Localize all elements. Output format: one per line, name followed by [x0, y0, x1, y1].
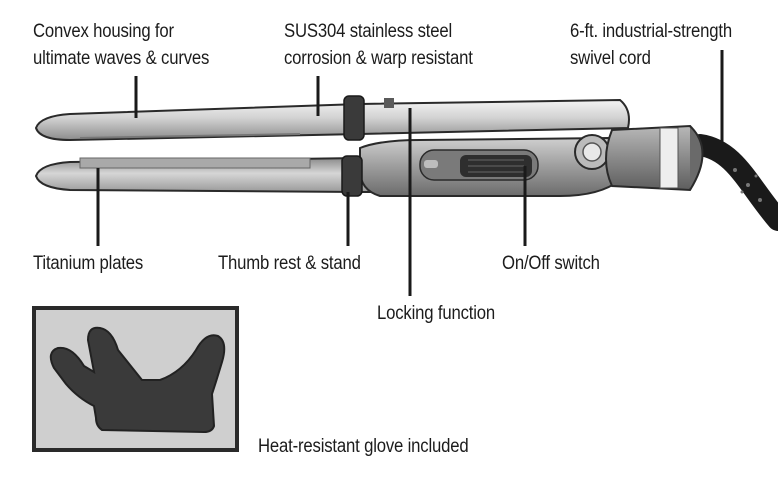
titanium-plate [79, 157, 311, 169]
swivel-cord [689, 134, 778, 231]
titanium-plates-label: Titanium plates [33, 253, 144, 274]
swivel-cord-label: 6-ft. industrial-strength swivel cord [570, 18, 732, 72]
pivot-collar [574, 124, 704, 192]
thumb-rest-label: Thumb rest & stand [218, 253, 361, 274]
stainless-steel-label-line2: corrosion & warp resistant [284, 48, 473, 69]
glove-image-box [32, 306, 239, 452]
convex-housing-label-line1: Convex housing for [33, 21, 174, 42]
swivel-cord-label-line2: swivel cord [570, 48, 651, 69]
stainless-steel-label: SUS304 stainless steel corrosion & warp … [284, 18, 473, 72]
locking-function-label: Locking function [377, 303, 496, 324]
thumb-rest [341, 95, 394, 197]
swivel-cord-label-line1: 6-ft. industrial-strength [570, 21, 732, 42]
callout-lines [96, 50, 724, 296]
handle [359, 136, 624, 197]
top-arm [34, 98, 630, 142]
heat-resistant-glove-icon [49, 326, 226, 434]
convex-housing-label: Convex housing for ultimate waves & curv… [33, 18, 209, 72]
on-off-switch-label: On/Off switch [502, 253, 600, 274]
glove-included-label: Heat-resistant glove included [258, 436, 469, 457]
stainless-steel-label-line1: SUS304 stainless steel [284, 21, 453, 42]
convex-housing-label-line2: ultimate waves & curves [33, 48, 210, 69]
